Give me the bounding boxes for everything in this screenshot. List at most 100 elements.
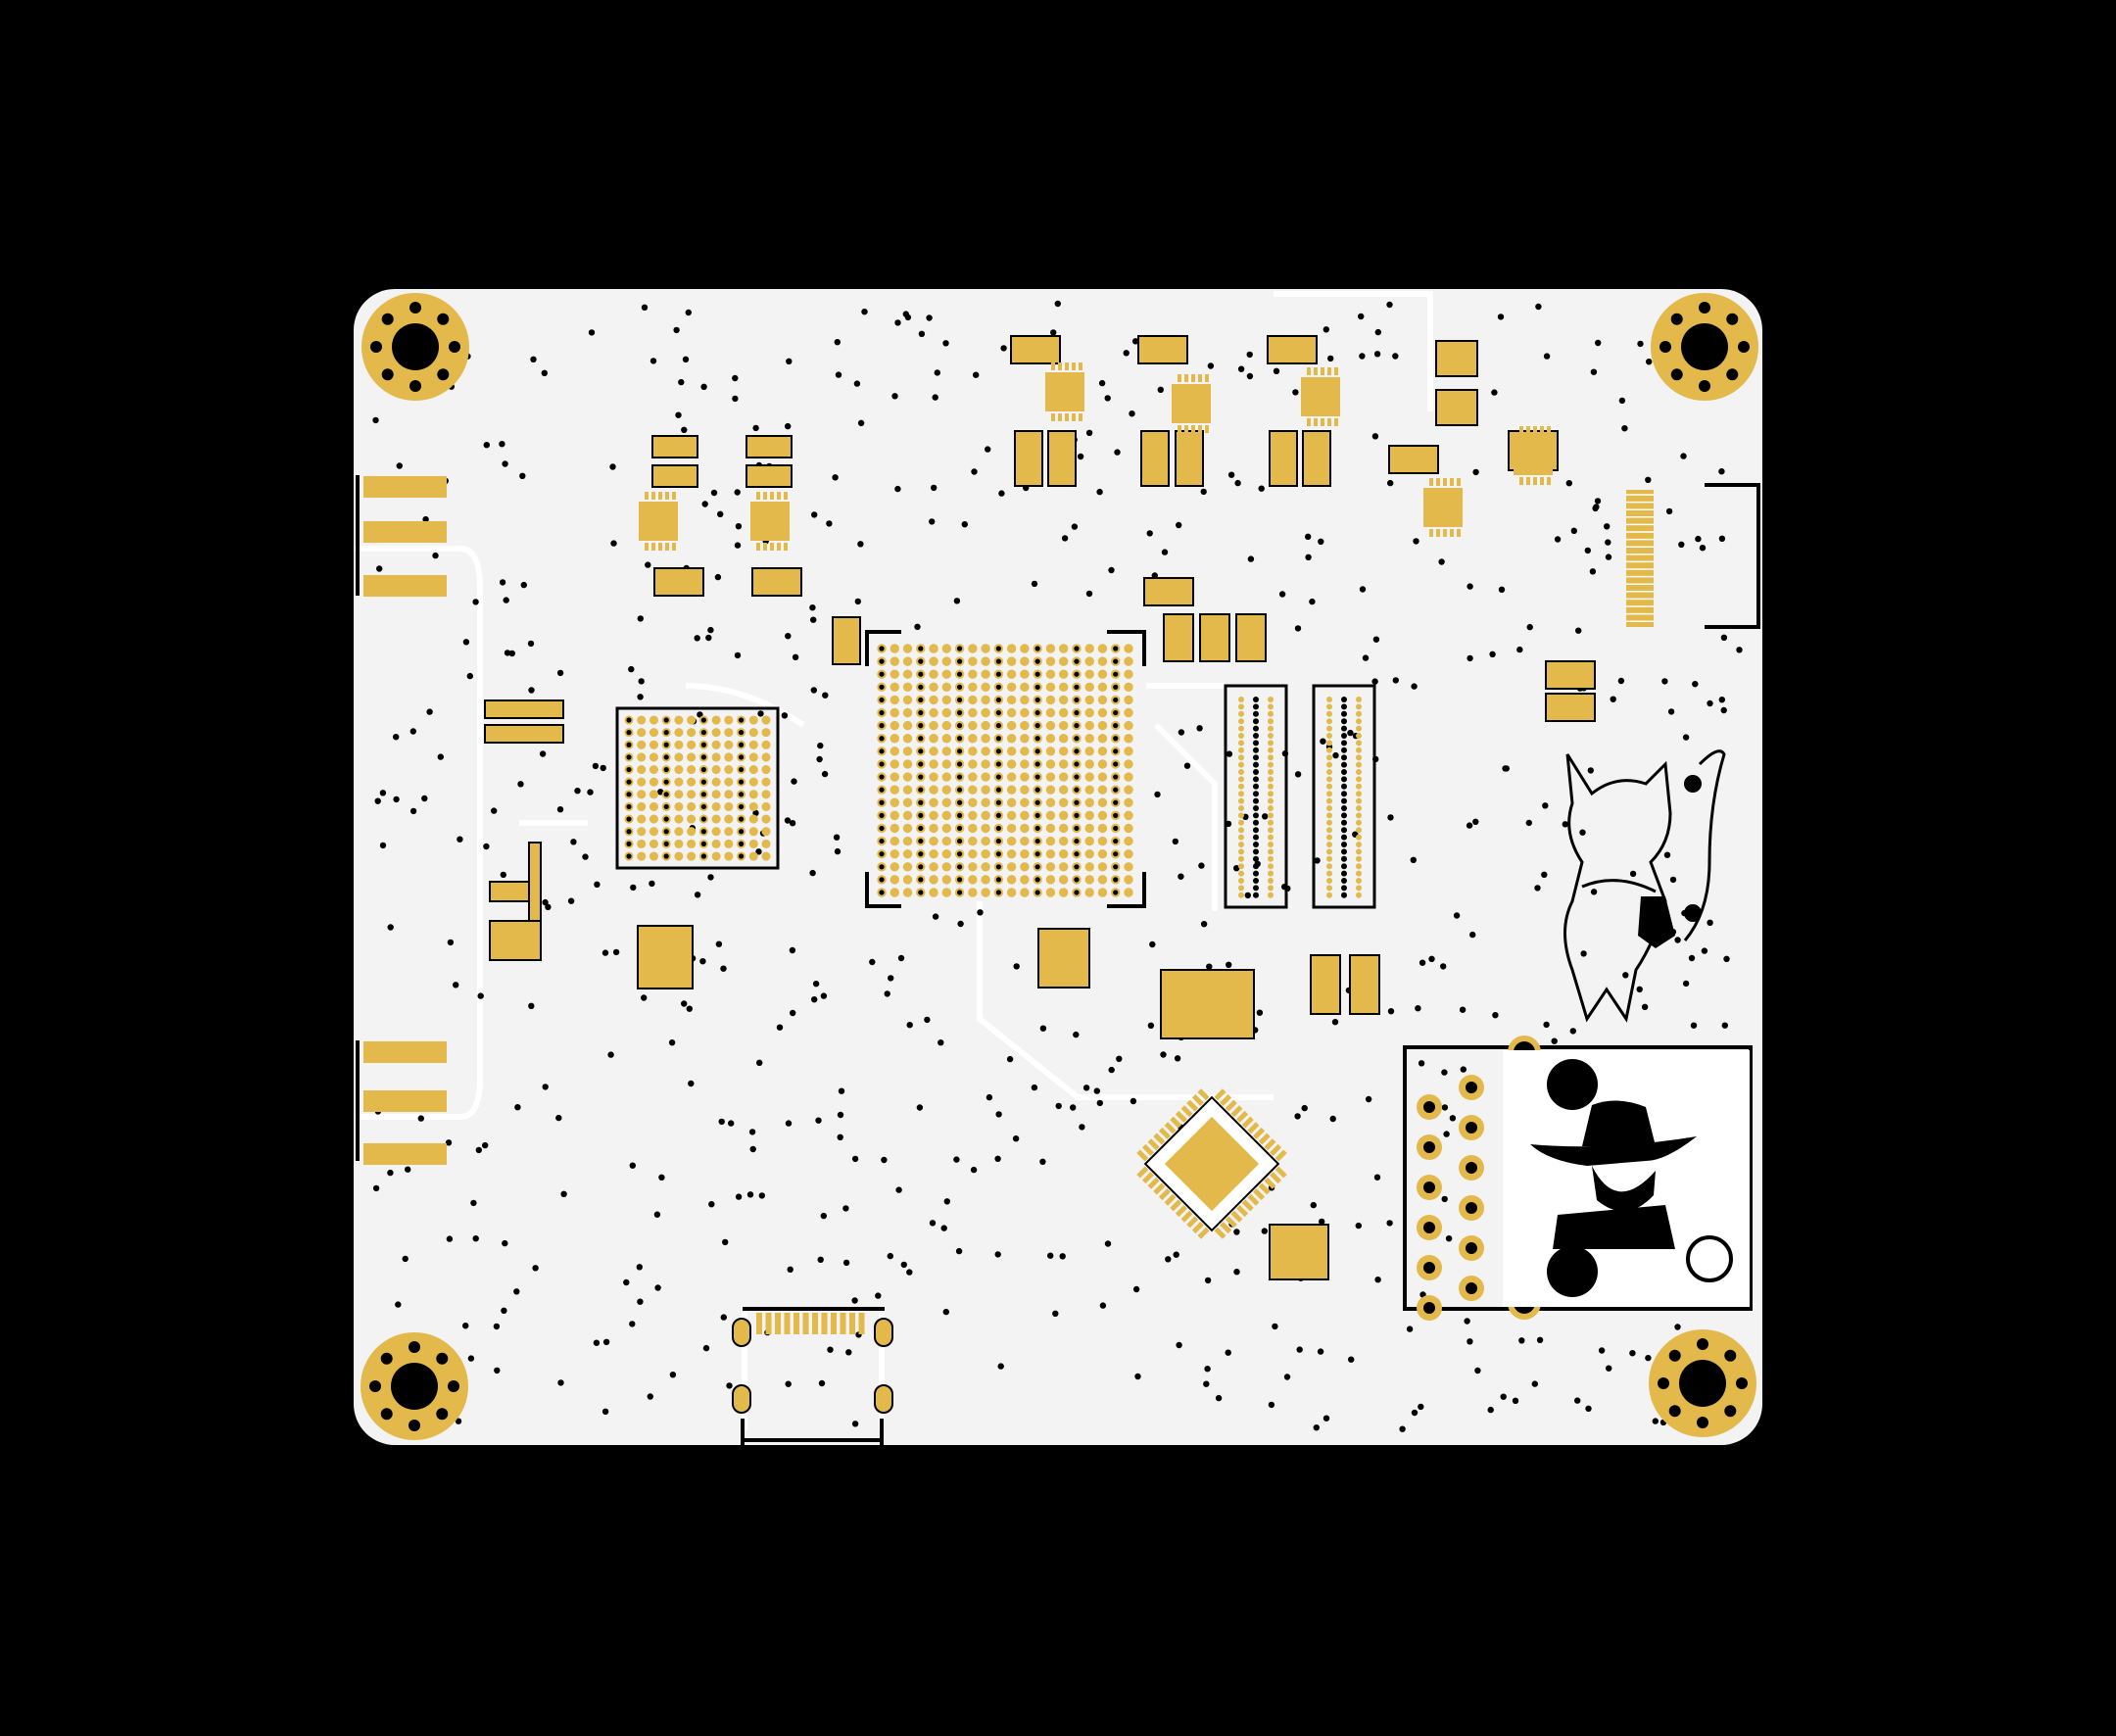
qfn-pin xyxy=(1436,478,1440,486)
qfn-pin xyxy=(1198,425,1202,433)
via xyxy=(851,1155,859,1163)
connector-pin xyxy=(1341,855,1347,862)
qfn-pin xyxy=(1178,425,1181,433)
via xyxy=(409,807,417,815)
connector-pin xyxy=(1326,878,1332,884)
via xyxy=(887,1252,893,1260)
via xyxy=(1132,1285,1140,1293)
main-bga-via xyxy=(1034,825,1040,832)
via xyxy=(929,1220,937,1227)
via xyxy=(1645,1354,1652,1362)
main-bga-ball xyxy=(902,682,913,693)
smd-component xyxy=(1435,389,1478,426)
secondary-bga-via xyxy=(663,841,669,846)
secondary-bga-via xyxy=(738,853,745,859)
via xyxy=(1441,1195,1448,1203)
via xyxy=(653,1211,661,1218)
mounting-hole-via xyxy=(1726,313,1739,325)
via xyxy=(1131,338,1139,345)
secondary-bga-ball xyxy=(674,790,684,799)
via xyxy=(1543,1021,1550,1029)
main-bga-ball xyxy=(968,772,978,782)
main-bga-via xyxy=(918,774,924,780)
via xyxy=(1701,947,1708,954)
connector-pin xyxy=(1356,769,1362,775)
smd-component xyxy=(745,435,793,458)
qfn-pin xyxy=(1307,418,1311,426)
via xyxy=(1720,634,1728,641)
via xyxy=(445,1139,453,1146)
via-layer xyxy=(372,300,1743,1432)
qfp-pin xyxy=(1136,1166,1149,1179)
via xyxy=(393,796,400,803)
via xyxy=(1629,870,1637,878)
main-bga-via xyxy=(879,709,885,716)
main-bga-ball xyxy=(941,848,952,859)
via xyxy=(1411,683,1418,690)
usb-pin xyxy=(840,1313,846,1334)
main-bga-ball xyxy=(1097,759,1108,769)
main-bga-via xyxy=(956,825,963,832)
main-bga-ball xyxy=(941,669,952,679)
connector-pin xyxy=(1326,783,1332,790)
via xyxy=(1320,738,1326,745)
via xyxy=(649,358,657,364)
main-bga-ball xyxy=(890,836,899,846)
via xyxy=(513,1288,520,1295)
connector-pin xyxy=(1238,855,1244,862)
secondary-bga-ball xyxy=(748,827,758,837)
connector-pin xyxy=(1253,697,1259,702)
usb-pin xyxy=(849,1313,855,1334)
qfp-pin xyxy=(1236,1205,1249,1218)
main-bga-ball xyxy=(1045,785,1056,795)
main-bga-ball xyxy=(968,656,978,666)
main-bga-via xyxy=(879,890,885,895)
via xyxy=(1413,538,1419,545)
main-bga-ball xyxy=(1020,669,1030,679)
main-bga-ball xyxy=(981,656,990,666)
via xyxy=(1419,959,1426,966)
via xyxy=(707,626,714,634)
mounting-hole-via xyxy=(449,341,460,353)
via xyxy=(491,807,498,814)
connector-pin xyxy=(1341,791,1347,797)
via xyxy=(735,1193,743,1200)
secondary-bga-via xyxy=(626,730,632,736)
mounting-hole-via xyxy=(381,313,394,325)
connector-pin xyxy=(1341,812,1347,819)
via xyxy=(630,884,637,892)
main-bga-ball xyxy=(1084,848,1094,859)
main-bga-via xyxy=(879,684,885,690)
main-bga-ball xyxy=(941,785,952,795)
via xyxy=(821,770,829,778)
via xyxy=(994,1155,1001,1163)
secondary-bga-ball xyxy=(724,715,734,725)
main-bga-via xyxy=(1074,877,1080,883)
connector-pin xyxy=(1326,710,1332,717)
via xyxy=(592,762,600,770)
connector-pin xyxy=(1326,848,1332,855)
secondary-bga-via xyxy=(663,803,669,810)
secondary-bga-ball xyxy=(748,740,758,749)
via xyxy=(1358,313,1365,320)
qfn-pin xyxy=(1547,426,1551,434)
via xyxy=(1359,353,1366,360)
connector-pin xyxy=(1268,725,1274,732)
secondary-bga-ball xyxy=(724,839,734,848)
connector-pin xyxy=(1326,819,1332,826)
connector-pin xyxy=(1341,870,1347,877)
qfn-pin xyxy=(763,492,767,500)
via xyxy=(1541,871,1548,878)
main-bga-ball xyxy=(1045,682,1056,693)
qfn-pin xyxy=(1065,362,1069,370)
qfn-pin xyxy=(672,543,676,551)
connector-pin xyxy=(1268,733,1274,739)
via xyxy=(854,598,861,605)
main-bga-via xyxy=(995,838,1001,844)
qfn-pin xyxy=(1191,374,1195,382)
connector-pin xyxy=(1268,870,1274,877)
secondary-bga-ball xyxy=(649,839,659,848)
usb-pin xyxy=(775,1313,781,1334)
connector-pin xyxy=(1253,827,1259,834)
smd-component xyxy=(1199,613,1230,662)
